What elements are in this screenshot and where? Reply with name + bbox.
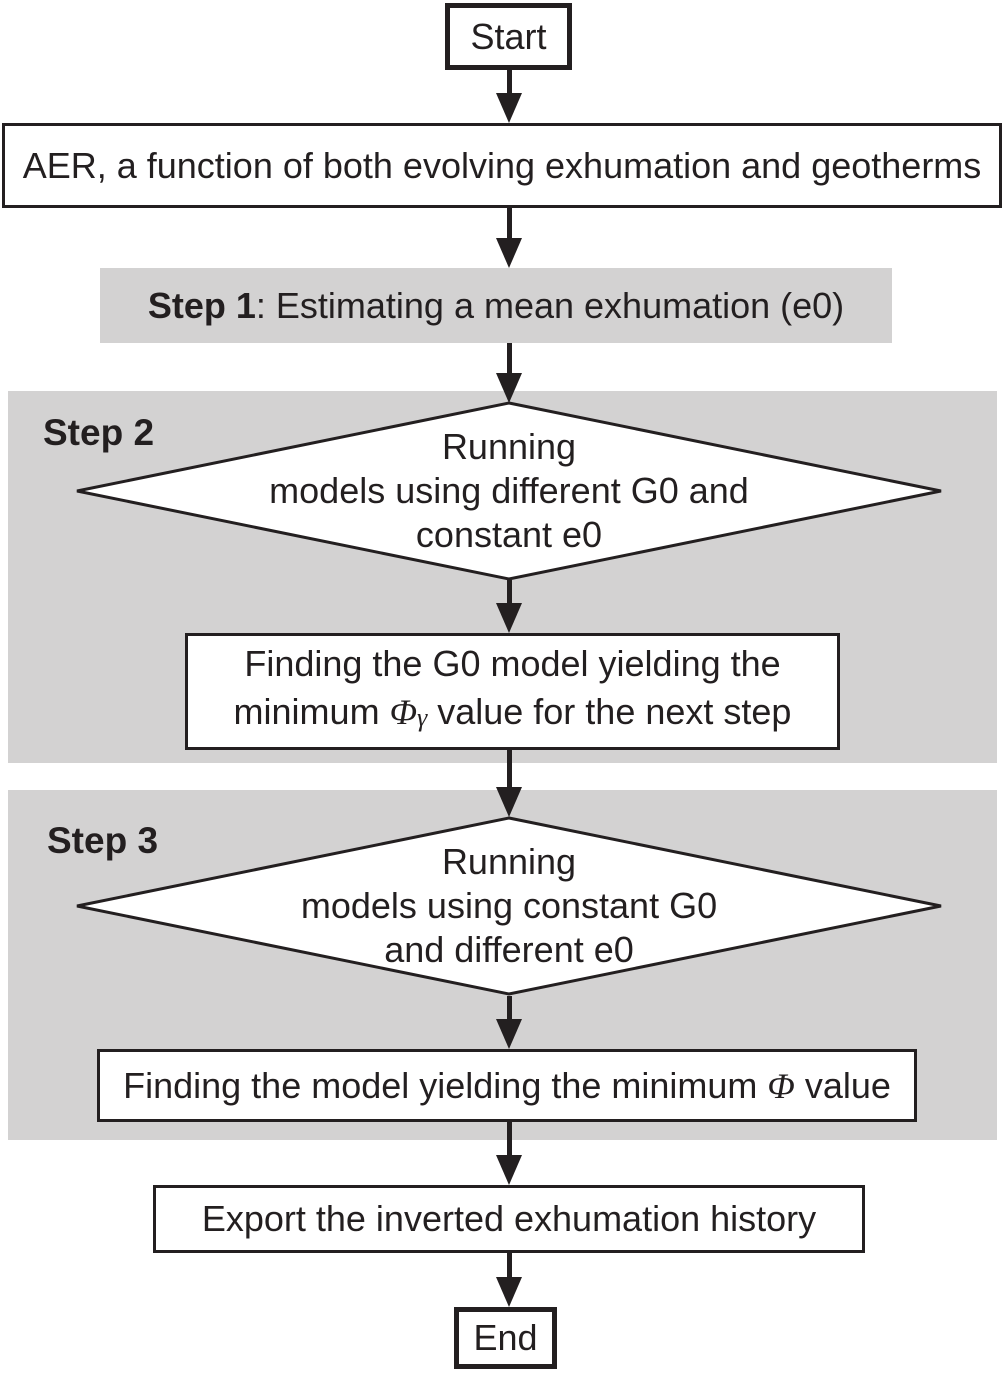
arrow-shaft <box>506 343 512 373</box>
step3-finding-post: value <box>794 1064 891 1106</box>
arrow-start-to-aer <box>496 70 522 123</box>
arrow-diamond3-to-finding <box>496 996 522 1049</box>
phi-symbol: Φ <box>767 1065 795 1106</box>
export-label: Export the inverted exhumation history <box>201 1198 817 1239</box>
step2-diamond-line: models using different G0 and <box>269 470 749 511</box>
step1-title: Step 1 <box>147 284 256 326</box>
start-node: Start <box>445 3 572 70</box>
step3-diamond-line: models using constant G0 <box>300 885 718 926</box>
step3-diamond-line: Running <box>441 841 577 882</box>
arrow-shaft <box>506 1253 512 1277</box>
step3-diamond-text: Running models using constant G0 and dif… <box>75 816 943 996</box>
step3-finding-node: Finding the model yielding the minimum Φ… <box>97 1049 917 1122</box>
arrow-diamond2-to-finding <box>496 580 522 633</box>
step3-diamond <box>76 816 942 996</box>
arrow-shaft <box>506 750 512 787</box>
arrow-aer-to-step1 <box>496 208 522 268</box>
arrow-step3-to-export <box>496 1122 522 1185</box>
gamma-subscript: γ <box>416 703 428 733</box>
arrow-shaft <box>506 1122 512 1155</box>
step2-diamond-text: Running models using different G0 and co… <box>75 401 943 581</box>
step1-label: Step 1: Estimating a mean exhumation (e0… <box>148 285 844 327</box>
arrow-export-to-end <box>496 1253 522 1307</box>
arrow-head-icon <box>496 93 522 123</box>
arrow-step1-to-step2 <box>496 343 522 403</box>
step2-finding-line2-pre: minimum <box>233 691 390 733</box>
step3-finding-pre: Finding the model yielding the minimum <box>123 1064 768 1106</box>
arrow-head-icon <box>496 1019 522 1049</box>
step1-text: : Estimating a mean exhumation (e0) <box>255 284 845 326</box>
start-label: Start <box>470 15 547 57</box>
arrow-head-icon <box>496 238 522 268</box>
aer-node: AER, a function of both evolving exhumat… <box>2 123 1002 208</box>
arrow-shaft <box>506 580 512 603</box>
arrow-head-icon <box>496 1155 522 1185</box>
arrow-head-icon <box>496 1277 522 1307</box>
arrow-head-icon <box>496 373 522 403</box>
end-label: End <box>473 1317 538 1358</box>
step2-diamond-line: constant e0 <box>415 514 603 555</box>
arrow-shaft <box>506 996 512 1019</box>
step2-finding-line2-post: value for the next step <box>427 691 792 733</box>
arrow-shaft <box>506 70 512 93</box>
arrow-head-icon <box>496 787 522 817</box>
step2-diamond-line: Running <box>441 426 577 467</box>
aer-label: AER, a function of both evolving exhumat… <box>22 144 982 186</box>
step2-diamond <box>76 401 942 581</box>
end-node: End <box>454 1307 557 1369</box>
step2-label: Step 2 <box>43 412 155 453</box>
step2-finding-label: Finding the G0 model yielding the minimu… <box>234 640 792 742</box>
arrow-step2-to-step3 <box>496 750 522 817</box>
step2-finding-node: Finding the G0 model yielding the minimu… <box>185 633 840 750</box>
arrow-head-icon <box>496 603 522 633</box>
step3-diamond-line: and different e0 <box>384 929 634 970</box>
export-node: Export the inverted exhumation history <box>153 1185 865 1253</box>
arrow-shaft <box>506 208 512 238</box>
step2-finding-line1: Finding the G0 model yielding the <box>244 643 781 685</box>
phi-symbol: Φ <box>389 692 417 733</box>
step1-node: Step 1: Estimating a mean exhumation (e0… <box>100 268 892 343</box>
step3-finding-label: Finding the model yielding the minimum Φ… <box>123 1063 891 1109</box>
step3-label: Step 3 <box>47 820 159 861</box>
